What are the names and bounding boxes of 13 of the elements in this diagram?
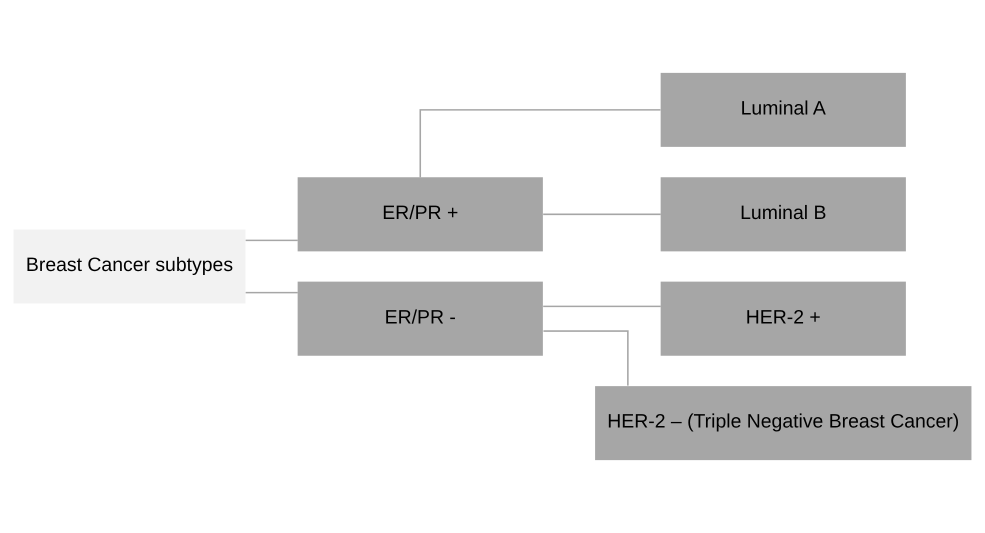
node-box: Luminal B [660, 177, 906, 252]
connector [246, 240, 298, 242]
node-box: HER-2 + [660, 282, 906, 356]
connector [543, 330, 629, 386]
connector [543, 214, 660, 216]
node-box: ER/PR + [298, 177, 543, 252]
node-box: Luminal A [660, 72, 906, 147]
node-box: Breast Cancer subtypes [14, 229, 246, 304]
connector [246, 292, 298, 294]
node-box: ER/PR - [298, 282, 543, 356]
node-box: HER-2 – (Triple Negative Breast Cancer) [595, 386, 972, 460]
connector [543, 306, 660, 308]
connector [419, 109, 660, 178]
